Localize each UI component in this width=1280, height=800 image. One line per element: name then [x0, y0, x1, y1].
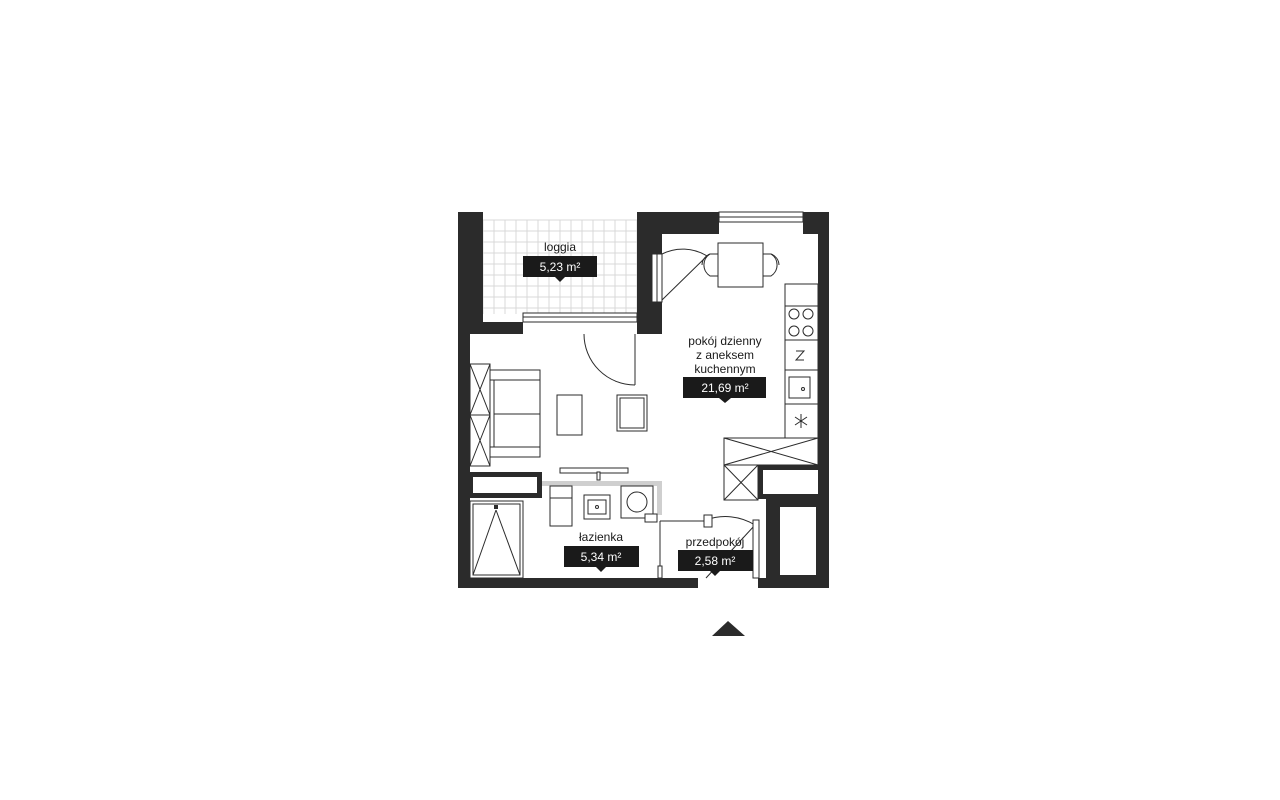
bathroom-area: 5,34 m² [581, 550, 622, 564]
windows [522, 211, 804, 323]
entrance-arrow-icon [712, 621, 745, 636]
room-label-living: pokój dzienny z aneksem kuchennym 21,69 … [683, 334, 766, 403]
loggia-area: 5,23 m² [540, 260, 581, 274]
living-name-line-2: z aneksem [696, 348, 754, 362]
kitchen [723, 283, 819, 501]
walls [458, 212, 829, 588]
living-name-line-1: pokój dzienny [688, 334, 761, 348]
hallway-area: 2,58 m² [695, 554, 736, 568]
living-name-line-3: kuchennym [694, 362, 755, 376]
loggia-name: loggia [544, 240, 576, 254]
room-label-bathroom: łazienka 5,34 m² [564, 530, 639, 572]
bathroom-fixtures [469, 485, 658, 579]
bathroom-partition [542, 467, 662, 515]
room-label-hallway: przedpokój 2,58 m² [678, 535, 753, 576]
room-label-loggia: loggia 5,23 m² [523, 240, 597, 282]
living-furniture [469, 242, 780, 467]
living-area: 21,69 m² [701, 381, 748, 395]
doors [583, 248, 760, 579]
hallway-name: przedpokój [686, 535, 745, 549]
bathroom-name: łazienka [579, 530, 623, 544]
